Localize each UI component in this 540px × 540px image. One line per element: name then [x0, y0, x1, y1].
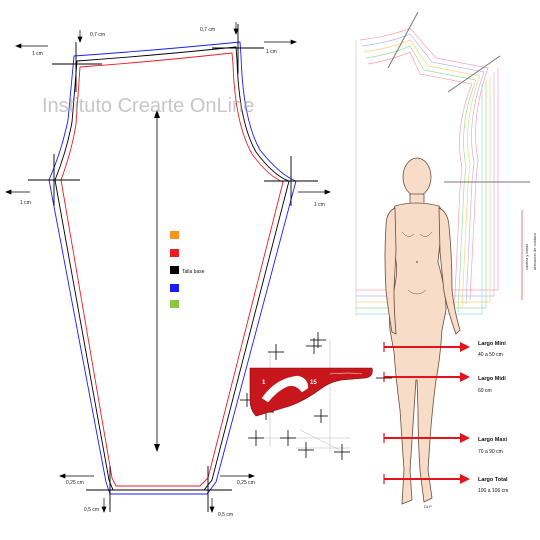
label-mid-left-1: 1 cm [20, 200, 31, 206]
length-midi-value: 60 cm [478, 388, 492, 394]
legend-swatch-green [170, 300, 179, 308]
legend-swatch-orange [170, 231, 179, 239]
skirt-length-markers [383, 342, 470, 484]
fashion-figure [384, 157, 461, 505]
tailor-ruler: 1 15 [240, 332, 392, 460]
ruler-mark-b: 15 [310, 380, 317, 386]
panel-outline-black [54, 46, 290, 491]
panel-outline-blue [48, 41, 297, 495]
length-midi-title: Largo Midi [478, 376, 506, 382]
length-maxi-value: 70 a 90 cm [478, 449, 503, 455]
bodice-reference-lines [387, 11, 530, 183]
crosshair-marks [28, 24, 318, 512]
ruler-mark-a: 1 [262, 380, 266, 386]
label-bottom-left-025: 0,25 cm [66, 480, 84, 486]
measure-arrows [5, 22, 331, 513]
length-mini-value: 40 a 50 cm [478, 352, 503, 358]
label-mid-right-1: 1 cm [314, 202, 325, 208]
figure-signature: DLP [424, 504, 432, 509]
size-legend: Talla base [170, 231, 205, 308]
label-top-right-07: 0,7 cm [200, 27, 215, 33]
length-total-title: Largo Total [478, 477, 508, 483]
legend-label-base: Talla base [182, 269, 205, 275]
legend-swatch-red [170, 249, 179, 257]
label-bottom-right-025: 0,25 cm [237, 480, 255, 486]
legend-swatch-black [170, 266, 179, 274]
label-top-right-1: 1 cm [266, 49, 277, 55]
skirt-length-labels: Largo Mini 40 a 50 cm Largo Midi 60 cm L… [478, 341, 508, 494]
label-bottom-right-05: 0,5 cm [218, 512, 233, 518]
length-mini-title: Largo Mini [478, 341, 506, 347]
figure-details [401, 231, 433, 295]
length-total-value: 100 a 106 cm [478, 488, 508, 494]
watermark: Instituto Crearte OnLine [42, 95, 254, 117]
note-vertical-b: ubicacion de costura [532, 233, 537, 270]
legend-swatch-blue [170, 284, 179, 292]
label-top-left-1: 1 cm [32, 51, 43, 57]
note-vertical-a: cadera y busto [524, 243, 529, 270]
label-bottom-left-05: 0,5 cm [84, 507, 99, 513]
label-top-left-07: 0,7 cm [90, 32, 105, 38]
grain-line [154, 110, 160, 452]
length-maxi-title: Largo Maxi [478, 437, 508, 443]
skirt-panel: 0,7 cm 0,7 cm 1 cm 1 cm 1 cm 1 cm 0,25 c… [5, 22, 331, 518]
panel-outline-red [60, 52, 284, 487]
